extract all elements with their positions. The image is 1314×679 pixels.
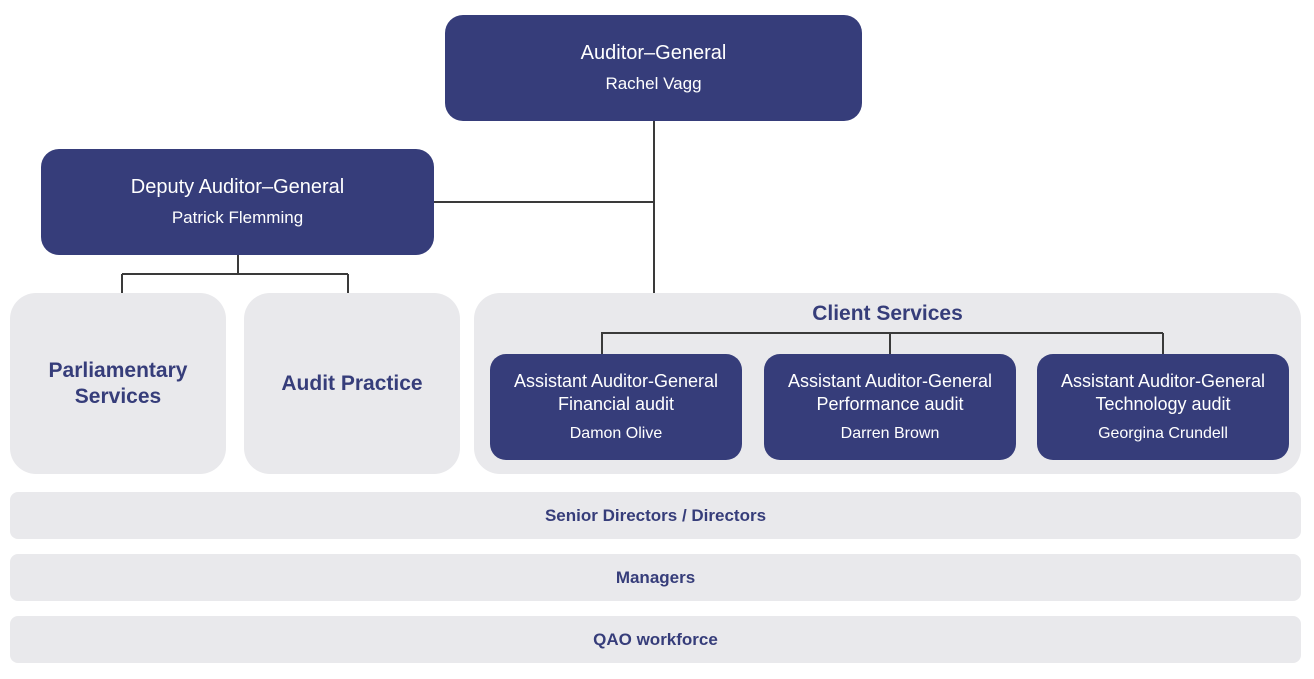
- aag-financial-title: Assistant Auditor-General Financial audi…: [513, 371, 719, 414]
- tier-managers: Managers: [10, 554, 1301, 601]
- tier-managers-label: Managers: [615, 567, 696, 587]
- auditor-general-name: Rachel Vagg: [605, 74, 702, 93]
- client-services-title: Client Services: [812, 302, 963, 325]
- parliamentary-services-label: Parliamentary Services: [48, 358, 188, 408]
- audit-practice-label: Audit Practice: [281, 371, 423, 395]
- deputy-auditor-general-box: Deputy Auditor–General Patrick Flemming: [41, 149, 434, 255]
- aag-technology-name: Georgina Crundell: [1098, 425, 1228, 442]
- tier-qao-workforce-label: QAO workforce: [593, 629, 718, 649]
- auditor-general-box: Auditor–General Rachel Vagg: [445, 15, 862, 121]
- auditor-general-title: Auditor–General: [580, 42, 727, 64]
- deputy-name: Patrick Flemming: [171, 208, 304, 227]
- audit-practice-box: Audit Practice: [244, 293, 460, 474]
- aag-financial-name: Damon Olive: [569, 425, 663, 442]
- aag-performance-box: Assistant Auditor-General Performance au…: [764, 354, 1016, 460]
- aag-technology-box: Assistant Auditor-General Technology aud…: [1037, 354, 1289, 460]
- parliamentary-services-box: Parliamentary Services: [10, 293, 226, 474]
- aag-technology-title: Assistant Auditor-General Technology aud…: [1060, 371, 1266, 414]
- tier-senior-directors: Senior Directors / Directors: [10, 492, 1301, 539]
- aag-performance-title: Assistant Auditor-General Performance au…: [787, 371, 993, 414]
- aag-performance-name: Darren Brown: [840, 425, 940, 442]
- tier-qao-workforce: QAO workforce: [10, 616, 1301, 663]
- deputy-title: Deputy Auditor–General: [130, 176, 345, 198]
- tier-senior-directors-label: Senior Directors / Directors: [544, 505, 767, 525]
- aag-financial-box: Assistant Auditor-General Financial audi…: [490, 354, 742, 460]
